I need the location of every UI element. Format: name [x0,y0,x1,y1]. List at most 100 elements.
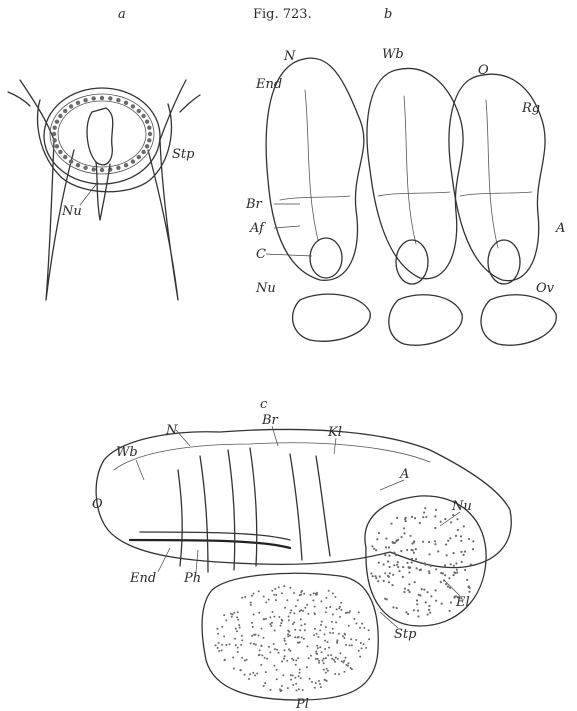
label-c-el: El [455,595,470,610]
stipple-dot [233,668,235,670]
stipple-dot [273,594,275,596]
stipple-dot [335,657,337,659]
stipple-dot [315,594,317,596]
stipple-dot [331,658,333,660]
stipple-dot [453,552,455,554]
stipple-dot [397,539,399,541]
stipple-dot [325,672,327,674]
stipple-dot [384,572,386,574]
stipple-dot [284,655,286,657]
stipple-dot [286,660,288,662]
stipple-dot [395,554,397,556]
stipple-dot [307,613,309,615]
stipple-dot [317,636,319,638]
stipple-dot [402,576,404,578]
stipple-dot [116,98,120,102]
stipple-dot [396,607,398,609]
stipple-dot [348,625,350,627]
stipple-dot [425,601,427,603]
stipple-dot [363,643,365,645]
stipple-dot [288,648,290,650]
stipple-dot [309,678,311,680]
stipple-dot [270,625,272,627]
stipple-dot [348,612,350,614]
stipple-dot [332,593,334,595]
stipple-dot [405,520,407,522]
stipple-dot [300,624,302,626]
stipple-dot [372,575,374,577]
stipple-dot [316,653,318,655]
label-b-ov: Ov [536,281,555,296]
stipple-dot [424,564,426,566]
stipple-dot [314,613,316,615]
stipple-dot [278,586,280,588]
stipple-dot [263,596,265,598]
stipple-dot [428,553,430,555]
stipple-dot [413,609,415,611]
stipple-dot [238,624,240,626]
stipple-dot [240,669,242,671]
stipple-dot [450,601,452,603]
stipple-dot [329,632,331,634]
stipple-dot [308,657,310,659]
stipple-dot [275,594,277,596]
stipple-dot [434,515,436,517]
stipple-dot [269,616,271,618]
stipple-dot [468,591,470,593]
stipple-dot [353,618,355,620]
stipple-dot [411,558,413,560]
stipple-dot [250,602,252,604]
stipple-dot [336,608,338,610]
stipple-dot [230,613,232,615]
stipple-dot [440,572,442,574]
stipple-dot [264,657,266,659]
stipple-dot [373,548,375,550]
stipple-dot [461,561,463,563]
stipple-dot [293,612,295,614]
stipple-dot [137,109,141,113]
stipple-dot [409,535,411,537]
stipple-dot [435,509,437,511]
stipple-dot [69,159,73,163]
stipple-dot [389,572,391,574]
stipple-dot [218,650,220,652]
stipple-dot [263,618,265,620]
stipple-dot [402,566,404,568]
stipple-dot [428,609,430,611]
stipple-dot [215,644,217,646]
stipple-dot [328,590,330,592]
stipple-dot [145,120,149,124]
stipple-dot [141,114,145,118]
stipple-dot [409,591,411,593]
stipple-dot [216,628,218,630]
stipple-dot [416,599,418,601]
stipple-dot [360,642,362,644]
label-b-a: A [555,221,565,236]
stipple-dot [334,673,336,675]
stipple-dot [429,612,431,614]
stipple-dot [341,660,343,662]
stipple-dot [456,569,458,571]
label-c-o: O [92,497,103,512]
stipple-dot [342,635,344,637]
stipple-dot [359,627,361,629]
stipple-dot [298,675,300,677]
stipple-dot [253,593,255,595]
stipple-dot [374,575,376,577]
stipple-dot [273,616,275,618]
stipple-dot [428,541,430,543]
stipple-dot [218,642,220,644]
stipple-dot [300,609,302,611]
stipple-dot [270,623,272,625]
stipple-dot [250,642,252,644]
stipple-dot [332,628,334,630]
stipple-dot [304,607,306,609]
stipple-dot [446,554,448,556]
stipple-dot [464,569,466,571]
stipple-dot [290,674,292,676]
stipple-dot [384,554,386,556]
panel-a-drawing: Stp Nu [8,80,200,300]
stipple-dot [241,639,243,641]
stipple-dot [321,621,323,623]
stipple-dot [272,611,274,613]
